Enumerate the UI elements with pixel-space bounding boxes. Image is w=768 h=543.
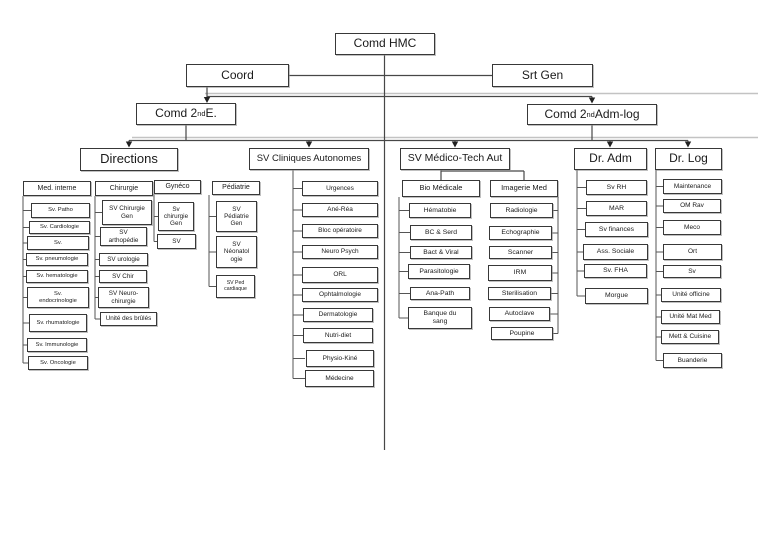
node-clinique-item: Physio-Kiné: [306, 350, 374, 367]
node-log-item: OM Rav: [663, 199, 721, 213]
node-adm-item: Sv finances: [585, 222, 648, 237]
node-clinique-item: Neuro Psych: [302, 245, 378, 259]
node-med-item: Sv. endocrinologie: [27, 287, 89, 308]
node-clinique-item: Dermatologie: [303, 308, 373, 322]
node-med-item: Sv. Cardiologie: [29, 221, 90, 234]
node-med-interne: Med. interne: [23, 181, 91, 196]
node-dr-adm: Dr. Adm: [574, 148, 647, 170]
node-pediatrie-item: SV Pédiatrie Gen: [216, 201, 257, 232]
node-med-item: Sv. Oncologie: [28, 356, 88, 370]
node-chirurgie-item: SV urologie: [99, 253, 148, 266]
node-gyneco-item: Sv chirurgie Gen: [158, 202, 194, 231]
node-sv-cliniques-autonomes: SV Cliniques Autonomes: [249, 148, 369, 170]
node-chirurgie-item: SV arthopédie: [100, 227, 147, 246]
node-imagerie-item: Sterilisation: [488, 287, 551, 300]
node-log-item: Ort: [663, 244, 722, 260]
node-imagerie-item: IRM: [488, 265, 552, 281]
node-chirurgie-item: Unité des brûlés: [100, 312, 157, 326]
node-chirurgie-item: SV Chir: [99, 270, 147, 283]
node-chirurgie-item: SV Neuro- chirurgie: [98, 287, 149, 308]
node-gyneco: Gynéco: [154, 180, 201, 194]
node-clinique-item: Médecine: [305, 370, 374, 387]
node-clinique-item: Nutri-diet: [303, 328, 373, 343]
node-clinique-item: Ophtalmologie: [302, 288, 378, 302]
node-pediatrie-item: SV Ped cardiaque: [216, 275, 255, 298]
node-chirurgie-item: SV Chirurgie Gen: [102, 200, 152, 225]
node-log-item: Unité officine: [661, 288, 721, 302]
node-log-item: Sv: [663, 265, 721, 278]
node-med-item: Sv. pneumologie: [26, 253, 88, 266]
shadow-lines: [132, 92, 758, 139]
node-srt-gen: Srt Gen: [492, 64, 593, 87]
node-clinique-item: Urgences: [302, 181, 378, 196]
node-log-item: Maintenance: [663, 179, 722, 194]
node-bio-item: Parasitologie: [408, 264, 470, 279]
node-imagerie-item: Scanner: [489, 246, 552, 259]
node-bio-item: Bact & Viral: [410, 246, 472, 259]
node-pediatrie-item: SV Néonatol ogie: [216, 236, 257, 268]
node-chirurgie: Chirurgie: [95, 181, 153, 196]
node-coord: Coord: [186, 64, 289, 87]
ladder-lines: [22, 170, 663, 379]
label-part: E.: [205, 106, 217, 121]
node-adm-item: Sv RH: [586, 180, 647, 195]
node-bio-medicale: Bio Médicale: [402, 180, 480, 197]
node-adm-item: Ass. Sociale: [583, 244, 648, 260]
node-imagerie-item: Radiologie: [490, 203, 553, 218]
node-comd-hmc: Comd HMC: [335, 33, 435, 55]
node-imagerie-med: Imagerie Med: [490, 180, 558, 197]
node-log-item: Mett & Cuisine: [661, 330, 719, 344]
node-log-item: Buanderie: [663, 353, 722, 368]
node-imagerie-item: Poupine: [491, 327, 553, 340]
node-adm-item: Sv. FHA: [584, 264, 647, 278]
node-pediatrie: Pédiatrie: [212, 181, 260, 195]
node-med-item: Sv. Immunologie: [27, 338, 87, 352]
node-dr-log: Dr. Log: [655, 148, 722, 170]
node-bio-item: Banque du sang: [408, 307, 472, 329]
node-clinique-item: Ané-Réa: [302, 203, 378, 217]
node-adm-item: Morgue: [585, 288, 648, 304]
node-med-item: Sv. rhumatologie: [29, 314, 87, 332]
label-part: Adm-log: [594, 106, 640, 121]
label-part: Comd 2: [544, 106, 587, 121]
node-log-item: Meco: [663, 220, 721, 235]
node-adm-item: MAR: [586, 201, 647, 216]
node-clinique-item: ORL: [302, 267, 378, 283]
label-part: Comd 2: [155, 106, 198, 121]
node-bio-item: Ana-Path: [410, 287, 470, 300]
node-bio-item: BC & Serd: [410, 225, 472, 240]
node-sv-medico-tech-aut: SV Médico-Tech Aut: [400, 148, 510, 170]
node-gyneco-item: SV: [157, 234, 196, 249]
node-med-item: Sv.: [27, 236, 89, 250]
node-log-item: Unité Mat Med: [661, 310, 720, 324]
node-imagerie-item: Echographie: [489, 226, 552, 240]
node-bio-item: Hématobie: [409, 203, 471, 218]
node-clinique-item: Bloc opératoire: [302, 224, 378, 238]
node-med-item: Sv. Patho: [31, 203, 90, 218]
node-imagerie-item: Autoclave: [489, 307, 550, 321]
node-directions: Directions: [80, 148, 178, 171]
arrowheads: [125, 97, 692, 148]
node-med-item: Sv. hematologie: [26, 270, 88, 283]
